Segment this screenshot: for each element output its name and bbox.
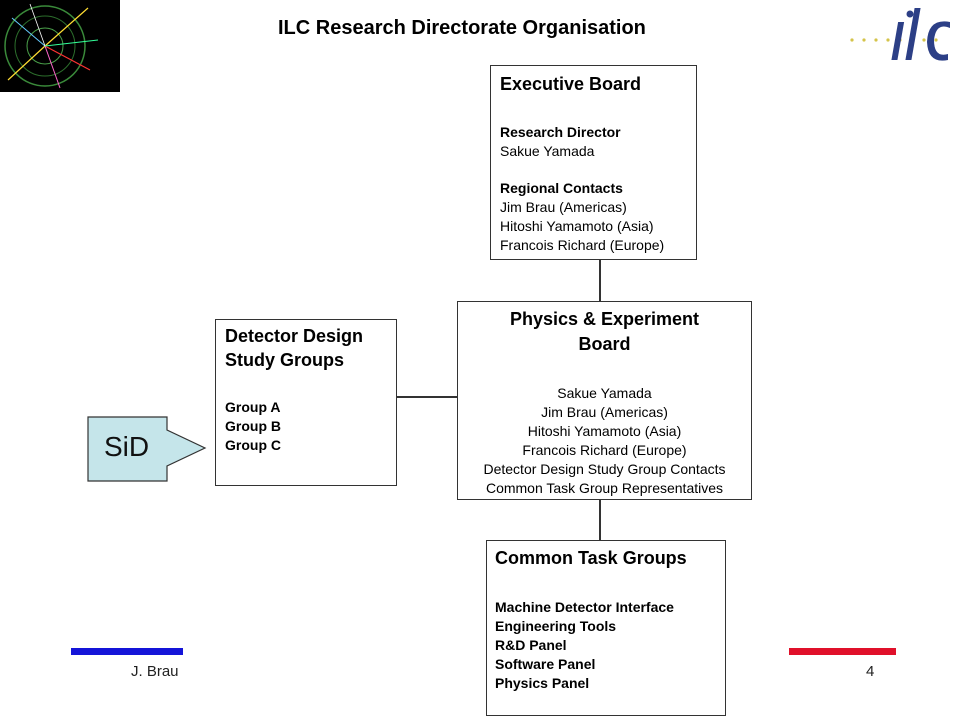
board-member: Francois Richard (Europe) (522, 442, 687, 458)
event-display-logo-icon (0, 0, 120, 92)
detector-design-study-groups-box: Detector Design Study Groups Group A Gro… (215, 319, 397, 486)
regional-contact-item: Hitoshi Yamamoto (Asia) (500, 218, 654, 234)
study-group-item: Group A (225, 399, 281, 415)
research-director-label: Research Director (500, 124, 621, 140)
page-title: ILC Research Directorate Organisation (278, 17, 646, 39)
regional-contact-item: Francois Richard (Europe) (500, 237, 665, 253)
board-member: Sakue Yamada (557, 385, 652, 401)
ddsg-heading: Detector Design Study Groups (225, 324, 387, 372)
executive-board-box: Executive Board Research Director Sakue … (490, 65, 697, 260)
study-group-item: Group B (225, 418, 281, 434)
physics-board-heading-line1: Physics & Experiment (509, 309, 700, 329)
task-group-item: R&D Panel (495, 637, 567, 653)
task-group-item: Software Panel (495, 656, 596, 672)
ctg-heading: Common Task Groups (495, 548, 687, 568)
board-member: Common Task Group Representatives (485, 480, 724, 496)
connector-ddsg-phys (396, 396, 458, 398)
physics-board-heading: Physics & Experiment Board (464, 307, 745, 357)
physics-board-heading-line2: Board (578, 334, 631, 354)
ddsg-heading-line1: Detector Design (225, 326, 364, 346)
task-group-item: Engineering Tools (495, 618, 617, 634)
board-member: Hitoshi Yamamoto (Asia) (527, 423, 682, 439)
executive-board-heading: Executive Board (500, 74, 642, 94)
footer-bar-left (71, 648, 183, 655)
task-group-item: Physics Panel (495, 675, 590, 691)
study-group-item: Group C (225, 437, 281, 453)
ddsg-heading-line2: Study Groups (225, 350, 345, 370)
common-task-groups-box: Common Task Groups Machine Detector Inte… (486, 540, 726, 716)
task-group-item: Machine Detector Interface (495, 599, 674, 615)
sid-callout-label: SiD (104, 431, 150, 462)
page-number: 4 (866, 663, 875, 680)
regional-contact-item: Jim Brau (Americas) (500, 199, 627, 215)
research-director-name: Sakue Yamada (500, 143, 595, 159)
board-member: Detector Design Study Group Contacts (483, 461, 726, 477)
regional-contacts-label: Regional Contacts (500, 180, 623, 196)
connector-exec-phys (599, 259, 601, 302)
ilc-logo-icon (848, 0, 952, 70)
footer-author: J. Brau (131, 663, 179, 680)
connector-phys-ctg (599, 499, 601, 541)
board-member: Jim Brau (Americas) (541, 404, 668, 420)
sid-arrow-icon (87, 416, 207, 482)
footer-bar-right (789, 648, 896, 655)
physics-experiment-board-box: Physics & Experiment Board Sakue Yamada … (457, 301, 752, 500)
